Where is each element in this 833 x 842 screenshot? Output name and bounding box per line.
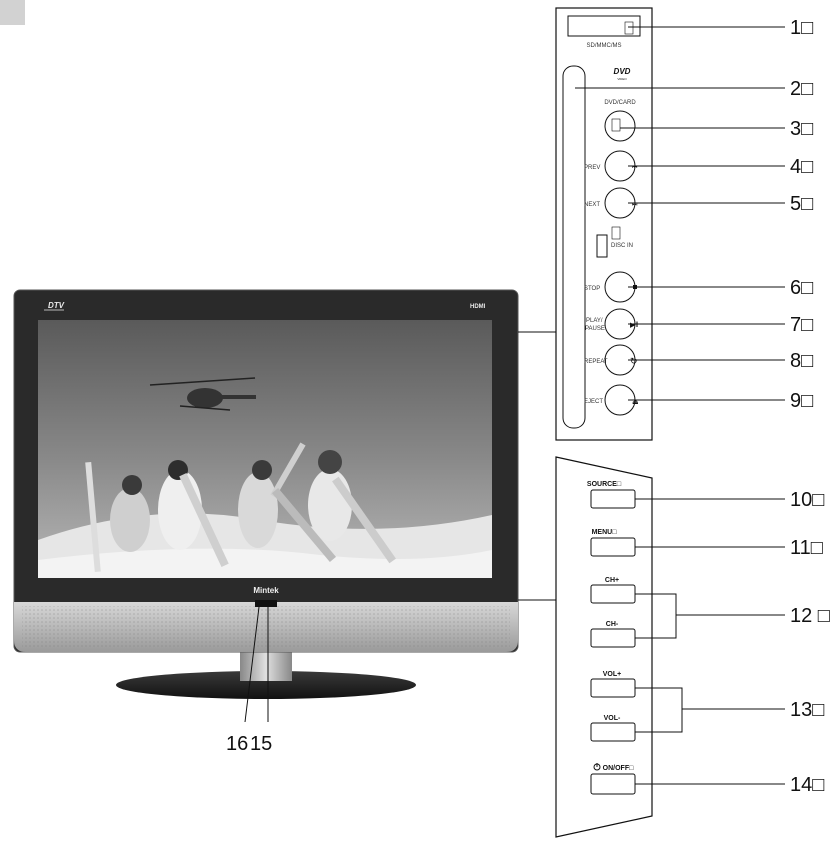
- front-sensor: [255, 600, 277, 607]
- corner-tab: [0, 0, 25, 25]
- tv-badge-hdmi: HDMI: [470, 304, 486, 310]
- disc-in-label: DISC IN: [611, 243, 633, 249]
- callout-15: 15: [250, 733, 272, 755]
- eject-icon: ⏏: [632, 399, 639, 406]
- prev-icon: ⏮: [632, 165, 638, 171]
- vol-down-button[interactable]: [590, 722, 636, 742]
- menu-button[interactable]: [590, 537, 636, 557]
- play-pause-label-2: PAUSE: [585, 326, 605, 332]
- eject-label: EJECT: [584, 399, 603, 405]
- card-slot-label: SD/MMC/MS: [587, 43, 622, 49]
- play-pause-label-1: PLAY/: [586, 318, 603, 324]
- stop-label: STOP: [584, 286, 600, 292]
- ch-down-label: CH-: [606, 621, 619, 628]
- tv-illustration: DTV HDMI Mintek: [13, 289, 519, 699]
- callout-9: 9□: [790, 390, 813, 412]
- skiers-image: [85, 442, 396, 573]
- source-label: SOURCE□: [587, 481, 622, 488]
- vol-up-button[interactable]: [590, 678, 636, 698]
- callout-16: 16: [226, 733, 248, 755]
- callout-5: 5□: [790, 193, 813, 215]
- dvd-logo-sub: VIDEO: [617, 77, 627, 81]
- callout-6: 6□: [790, 277, 813, 299]
- menu-label: MENU□: [592, 529, 618, 536]
- callout-2: 2□: [790, 78, 813, 100]
- helicopter-image: [149, 377, 256, 411]
- vol-down-label: VOL-: [604, 715, 621, 722]
- callout-4: 4□: [790, 156, 813, 178]
- callout-12: 12 □: [790, 605, 830, 627]
- repeat-label: REPEAT: [584, 359, 608, 365]
- tv-badge-dtv: DTV: [48, 301, 65, 310]
- disc-slot[interactable]: [562, 65, 586, 429]
- callout-14: 14□: [790, 774, 824, 796]
- callout-10: 10□: [790, 489, 824, 511]
- power-button[interactable]: [590, 773, 636, 795]
- control-side-panel: SOURCE□ MENU□ CH+ CH- VOL+ VOL- ON/OFF□: [555, 456, 653, 838]
- callout-3: 3□: [790, 118, 813, 140]
- dvd-card-label: DVD/CARD: [604, 100, 636, 106]
- vol-up-label: VOL+: [603, 671, 621, 678]
- tv-brand-logo: Mintek: [253, 586, 279, 595]
- source-button[interactable]: [590, 489, 636, 509]
- play-pause-icon: ▶‖: [630, 322, 638, 329]
- ch-up-label: CH+: [605, 577, 619, 584]
- dvd-side-panel: SD/MMC/MS DVD VIDEO DVD/CARD PREV ⏮ NEXT…: [555, 7, 653, 441]
- prev-label: PREV: [584, 165, 600, 171]
- repeat-icon: ↻: [630, 356, 638, 366]
- callout-13: 13□: [790, 699, 824, 721]
- card-slot[interactable]: [567, 15, 641, 37]
- tv-stand-base: [116, 671, 416, 699]
- disc-in-indicator: [596, 234, 608, 258]
- callout-11: 11□: [790, 537, 823, 559]
- next-icon: ⏭: [632, 202, 638, 208]
- power-label: ON/OFF□: [603, 765, 634, 772]
- callout-1: 1□: [790, 17, 813, 39]
- next-label: NEXT: [584, 202, 600, 208]
- ch-down-button[interactable]: [590, 628, 636, 648]
- callout-7: 7□: [790, 314, 813, 336]
- callout-8: 8□: [790, 350, 813, 372]
- ch-up-button[interactable]: [590, 584, 636, 604]
- dvd-logo: DVD: [614, 67, 631, 76]
